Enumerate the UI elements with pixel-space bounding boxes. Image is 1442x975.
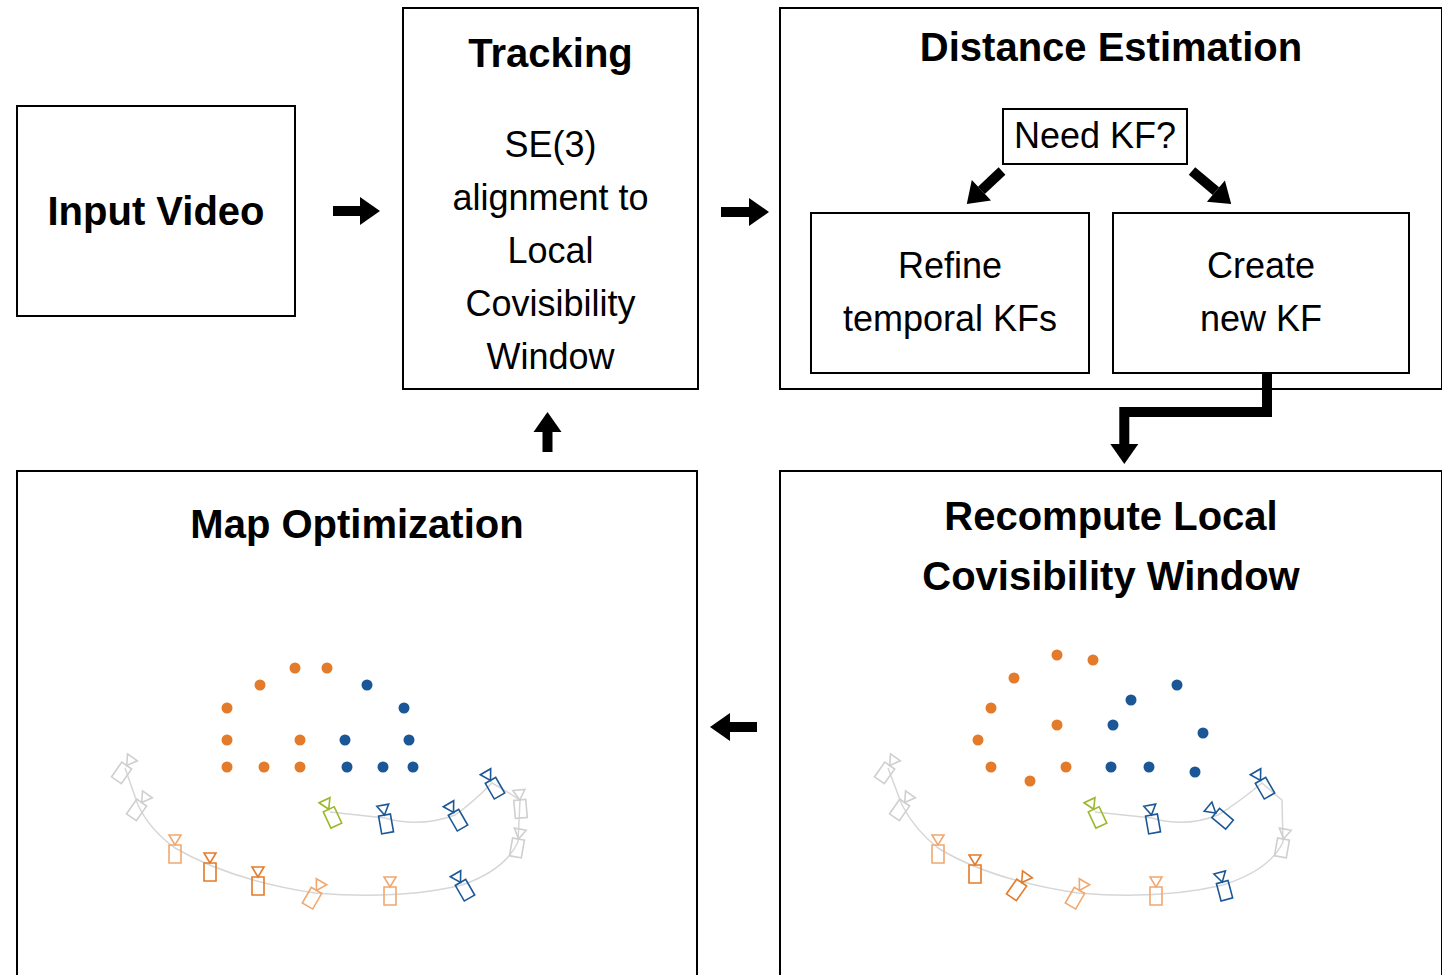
- arrow-head: [534, 412, 562, 432]
- arrow-shaft: [1124, 374, 1267, 444]
- box-heading: Recompute Local Covisibility Window: [891, 486, 1331, 606]
- arrow-head: [1207, 180, 1231, 204]
- arrow-head: [749, 198, 769, 226]
- map-points: [222, 650, 1099, 787]
- flow-arrow: [721, 198, 769, 226]
- decision-box: Need KF?: [1002, 108, 1188, 165]
- panel-box: Recompute Local Covisibility Window: [779, 470, 1442, 975]
- arrow-head: [967, 180, 991, 204]
- arrow-head: [710, 713, 730, 741]
- box-label: Create new KF: [1181, 240, 1341, 346]
- flow-arrow: [1110, 374, 1267, 464]
- arrow-shaft: [721, 207, 749, 217]
- arrow-head: [1110, 444, 1138, 464]
- box-label: Need KF?: [1014, 110, 1176, 163]
- box-heading: Map Optimization: [190, 494, 523, 554]
- arrow-shaft: [1192, 171, 1216, 191]
- flow-arrow: [534, 412, 562, 452]
- group-box: Distance EstimationNeed KF? Refine tempor…: [779, 7, 1442, 390]
- box-heading: Distance Estimation: [920, 17, 1302, 77]
- box-label: SE(3) alignment to Local Covisibility Wi…: [431, 119, 671, 384]
- arrow-shaft: [981, 171, 1002, 190]
- arrow-shaft: [543, 432, 553, 452]
- arrow-shaft: [333, 206, 360, 216]
- input-box: Input Video: [16, 105, 296, 317]
- arrow-shaft: [730, 722, 757, 732]
- process-box: Refine temporal KFs: [810, 212, 1090, 374]
- arrow-head: [360, 197, 380, 225]
- flow-arrow: [967, 171, 1002, 204]
- flow-arrow: [710, 713, 757, 741]
- process-box: Create new KF: [1112, 212, 1410, 374]
- box-heading: Input Video: [47, 181, 264, 241]
- map-points: [340, 680, 1209, 778]
- flow-arrow: [1192, 171, 1231, 204]
- box-label: Refine temporal KFs: [830, 240, 1070, 346]
- process-box: TrackingSE(3) alignment to Local Covisib…: [402, 7, 699, 390]
- camera-trajectory: [125, 768, 1283, 895]
- flow-arrow: [333, 197, 380, 225]
- box-heading: Tracking: [468, 23, 633, 83]
- panel-box: Map Optimization: [16, 470, 698, 975]
- keyframe-cameras: [111, 754, 1291, 909]
